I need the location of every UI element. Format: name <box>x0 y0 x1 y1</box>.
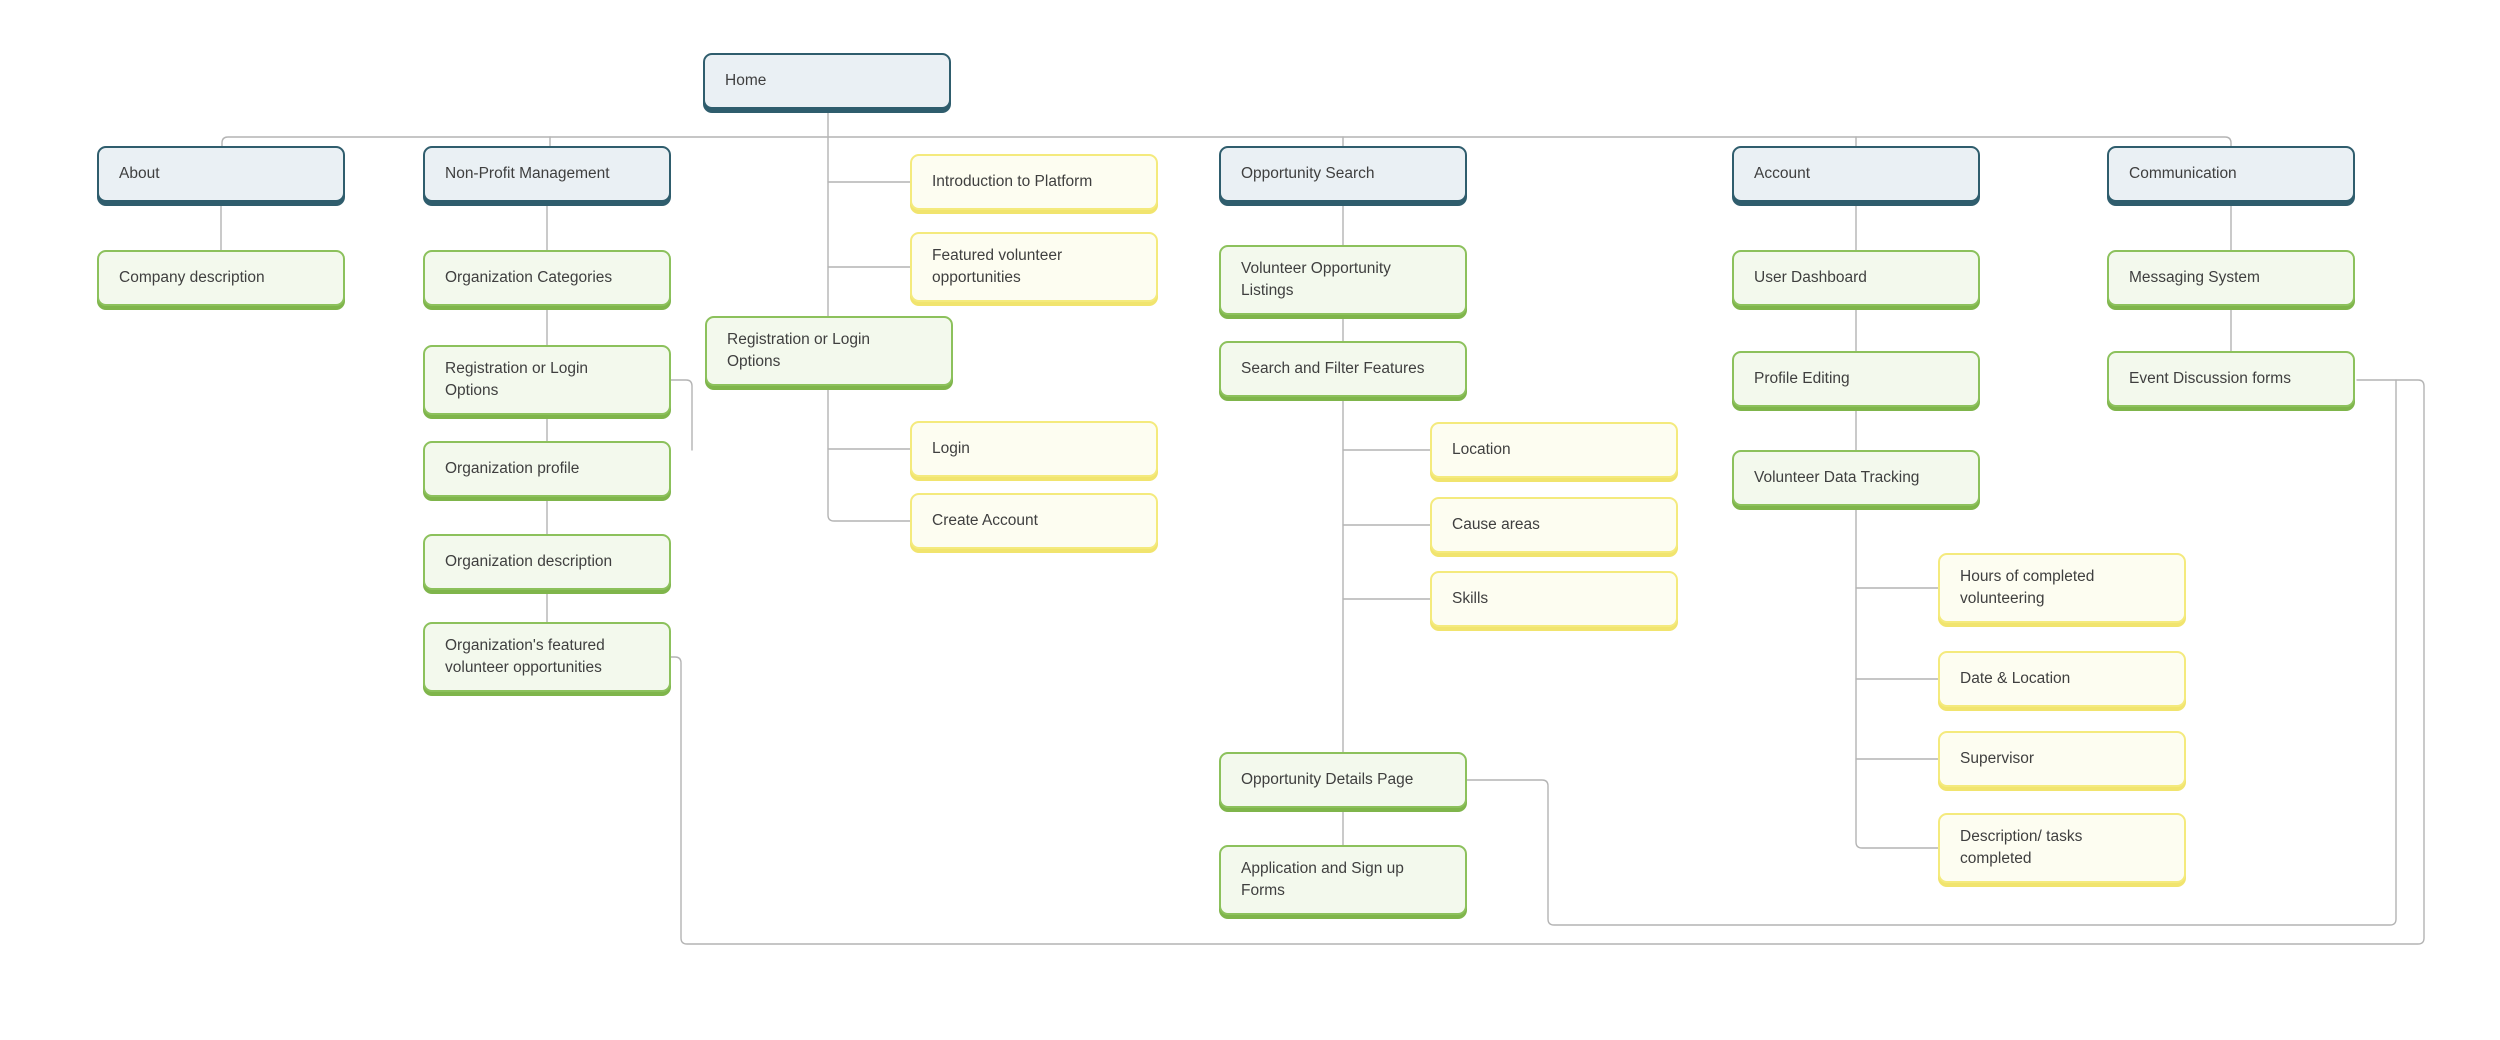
node-volunteer-opportunity-listings-label: Volunteer Opportunity Listings <box>1241 259 1391 299</box>
node-application-and-sign-up-forms-label: Application and Sign up Forms <box>1241 859 1404 899</box>
node-messaging-system[interactable]: Messaging System <box>2107 250 2355 306</box>
node-registration-or-login-options-npm-label: Registration or Login Options <box>445 359 589 399</box>
node-non-profit-management-label: Non-Profit Management <box>445 164 610 182</box>
node-application-and-sign-up-forms[interactable]: Application and Sign up Forms <box>1219 845 1467 915</box>
node-non-profit-management[interactable]: Non-Profit Management <box>423 146 671 202</box>
node-date-and-location-label: Date & Location <box>1960 669 2071 687</box>
node-registration-or-login-options-label: Registration or Login Options <box>727 330 871 370</box>
node-location[interactable]: Location <box>1430 422 1678 478</box>
node-organization-profile-label: Organization profile <box>445 459 580 477</box>
node-supervisor[interactable]: Supervisor <box>1938 731 2186 787</box>
node-about-label: About <box>119 164 160 182</box>
node-search-and-filter-features-label: Search and Filter Features <box>1241 359 1425 377</box>
node-organizations-featured-volunteer-opportunities[interactable]: Organization's featured volunteer opport… <box>423 622 671 692</box>
node-supervisor-label: Supervisor <box>1960 749 2035 767</box>
node-create-account[interactable]: Create Account <box>910 493 1158 549</box>
node-cause-areas-label: Cause areas <box>1452 515 1540 533</box>
node-hours-of-completed-volunteering-label: Hours of completed volunteering <box>1960 567 2095 607</box>
node-about[interactable]: About <box>97 146 345 202</box>
node-user-dashboard[interactable]: User Dashboard <box>1732 250 1980 306</box>
node-communication-label: Communication <box>2129 164 2237 182</box>
node-description-tasks-completed[interactable]: Description/ tasks completed <box>1938 813 2186 883</box>
node-introduction-to-platform-label: Introduction to Platform <box>932 172 1093 190</box>
node-introduction-to-platform[interactable]: Introduction to Platform <box>910 154 1158 210</box>
node-profile-editing-label: Profile Editing <box>1754 369 1850 387</box>
node-organization-categories[interactable]: Organization Categories <box>423 250 671 306</box>
node-create-account-label: Create Account <box>932 511 1038 529</box>
node-registration-or-login-options-npm[interactable]: Registration or Login Options <box>423 345 671 415</box>
node-organizations-featured-volunteer-opportunities-label: Organization's featured volunteer opport… <box>445 636 605 676</box>
node-opportunity-search[interactable]: Opportunity Search <box>1219 146 1467 202</box>
node-home[interactable]: Home <box>703 53 951 109</box>
node-organization-profile[interactable]: Organization profile <box>423 441 671 497</box>
node-home-label: Home <box>725 71 767 89</box>
node-communication[interactable]: Communication <box>2107 146 2355 202</box>
node-featured-volunteer-opportunities[interactable]: Featured volunteer opportunities <box>910 232 1158 302</box>
node-description-tasks-completed-label: Description/ tasks completed <box>1960 827 2083 867</box>
node-registration-or-login-options[interactable]: Registration or Login Options <box>705 316 953 386</box>
node-opportunity-search-label: Opportunity Search <box>1241 164 1375 182</box>
node-location-label: Location <box>1452 440 1511 458</box>
node-opportunity-details-page[interactable]: Opportunity Details Page <box>1219 752 1467 808</box>
node-organization-description-label: Organization description <box>445 552 613 570</box>
node-hours-of-completed-volunteering[interactable]: Hours of completed volunteering <box>1938 553 2186 623</box>
node-date-and-location[interactable]: Date & Location <box>1938 651 2186 707</box>
node-login-label: Login <box>932 439 970 457</box>
node-login[interactable]: Login <box>910 421 1158 477</box>
node-event-discussion-forms[interactable]: Event Discussion forms <box>2107 351 2355 407</box>
node-company-description[interactable]: Company description <box>97 250 345 306</box>
node-user-dashboard-label: User Dashboard <box>1754 268 1867 286</box>
node-organization-categories-label: Organization Categories <box>445 268 613 286</box>
node-opportunity-details-page-label: Opportunity Details Page <box>1241 770 1414 788</box>
node-skills-label: Skills <box>1452 589 1489 607</box>
node-account[interactable]: Account <box>1732 146 1980 202</box>
node-volunteer-data-tracking[interactable]: Volunteer Data Tracking <box>1732 450 1980 506</box>
node-organization-description[interactable]: Organization description <box>423 534 671 590</box>
node-skills[interactable]: Skills <box>1430 571 1678 627</box>
node-profile-editing[interactable]: Profile Editing <box>1732 351 1980 407</box>
node-search-and-filter-features[interactable]: Search and Filter Features <box>1219 341 1467 397</box>
node-featured-volunteer-opportunities-label: Featured volunteer opportunities <box>932 246 1063 286</box>
node-messaging-system-label: Messaging System <box>2129 268 2260 286</box>
node-account-label: Account <box>1754 164 1811 182</box>
node-volunteer-opportunity-listings[interactable]: Volunteer Opportunity Listings <box>1219 245 1467 315</box>
node-volunteer-data-tracking-label: Volunteer Data Tracking <box>1754 468 1920 486</box>
node-company-description-label: Company description <box>119 268 265 286</box>
node-event-discussion-forms-label: Event Discussion forms <box>2129 369 2291 387</box>
node-cause-areas[interactable]: Cause areas <box>1430 497 1678 553</box>
